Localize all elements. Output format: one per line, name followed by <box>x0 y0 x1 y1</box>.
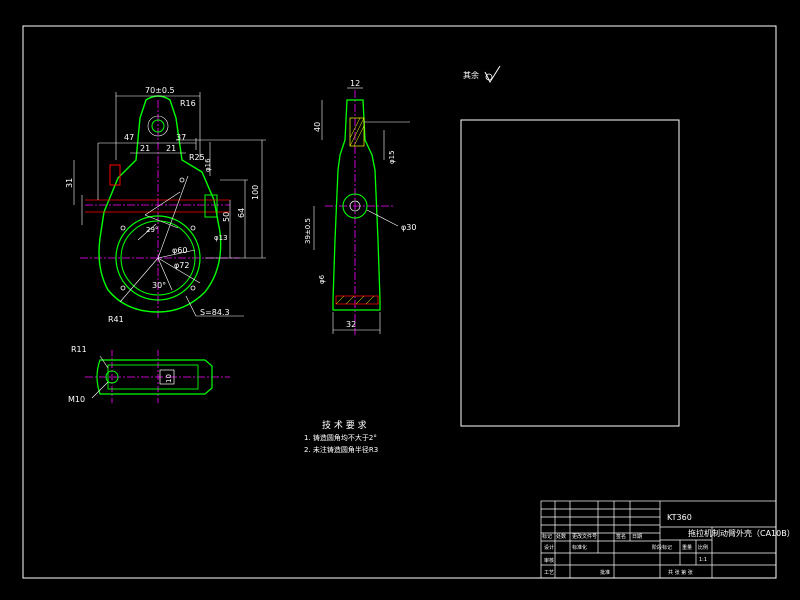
label-count: 处数 <box>556 533 566 540</box>
dim-21-left: 21 <box>140 144 150 153</box>
label-date: 日期 <box>632 534 642 540</box>
side-dim-39: 39±0.5 <box>304 218 312 244</box>
dim-r41: R41 <box>108 315 124 324</box>
side-outline <box>332 99 381 311</box>
tech-req-title: 技 术 要 求 <box>322 419 367 431</box>
dim-31: 31 <box>65 178 74 188</box>
dim-r16: R16 <box>180 99 196 108</box>
scale-value: 1:1 <box>699 557 707 563</box>
part-name: 拖拉机制动臂外壳（CA10B） <box>688 528 795 538</box>
dim-phi72: φ72 <box>174 261 189 270</box>
title-block-text: KT360 拖拉机制动臂外壳（CA10B） 标记 处数 更改文件号 签名 日期 … <box>542 513 795 576</box>
roughness-note-label: 其余 <box>463 70 479 80</box>
side-view: 12 40 φ15 φ30 39±0.5 32 φ6 <box>304 79 416 335</box>
top-outline <box>96 359 213 395</box>
dim-47: 47 <box>124 133 134 142</box>
label-review: 审核 <box>544 557 554 564</box>
title-block <box>540 500 777 579</box>
dim-100: 100 <box>251 185 260 200</box>
top-view: R11 M10 10 <box>68 345 230 404</box>
label-approve: 批准 <box>600 569 610 576</box>
top-dim-r11: R11 <box>71 345 87 354</box>
dim-top-width: 70±0.5 <box>145 86 175 95</box>
technical-requirements: 技 术 要 求 1. 铸造圆角均不大于2° 2. 未注铸造圆角半径R3 <box>304 419 378 454</box>
label-sheet: 共 张 第 张 <box>668 569 693 576</box>
label-scale: 比例 <box>698 544 708 551</box>
label-sign: 签名 <box>616 533 626 540</box>
dim-s-value: S=84.3 <box>200 308 230 317</box>
dim-29: 29° <box>146 226 158 234</box>
side-dim-32: 32 <box>346 320 356 329</box>
front-view: 70±0.5 R16 47 37 21 21 R25 100 64 50 31 … <box>65 86 266 324</box>
top-dim-m10: M10 <box>68 395 85 404</box>
dim-64: 64 <box>237 208 246 218</box>
side-dim-phi6: φ6 <box>318 274 326 284</box>
label-stage-mark: 阶段标记 <box>652 544 672 551</box>
label-design: 设计 <box>544 544 554 551</box>
dim-37: 37 <box>176 133 186 142</box>
drawing-border <box>22 25 777 579</box>
side-dim-phi30: φ30 <box>401 223 416 232</box>
side-dim-phi15: φ15 <box>388 150 396 164</box>
front-outline <box>98 95 222 313</box>
label-change-doc: 更改文件号 <box>572 533 597 540</box>
part-code: KT360 <box>667 513 692 522</box>
dim-r25: R25 <box>189 153 205 162</box>
dim-phi16: φ16 <box>204 158 212 172</box>
roughness-note: 其余 <box>463 65 501 84</box>
label-process: 工艺 <box>544 570 554 576</box>
tech-req-item-2: 2. 未注铸造圆角半径R3 <box>304 445 378 454</box>
side-dim-12: 12 <box>350 79 360 88</box>
label-weight: 重量 <box>682 544 692 551</box>
dim-phi13: φ13 <box>214 234 228 242</box>
label-standardize: 标准化 <box>572 544 587 551</box>
dim-50: 50 <box>222 212 231 222</box>
tech-req-item-1: 1. 铸造圆角均不大于2° <box>304 433 377 442</box>
blank-sheet-frame <box>460 119 680 427</box>
dim-phi60: φ60 <box>172 246 187 255</box>
side-dim-40: 40 <box>313 122 322 132</box>
top-dim-10: 10 <box>165 374 173 383</box>
label-mark: 标记 <box>542 533 552 540</box>
dim-30: 30° <box>152 281 166 290</box>
dim-21-right: 21 <box>166 144 176 153</box>
